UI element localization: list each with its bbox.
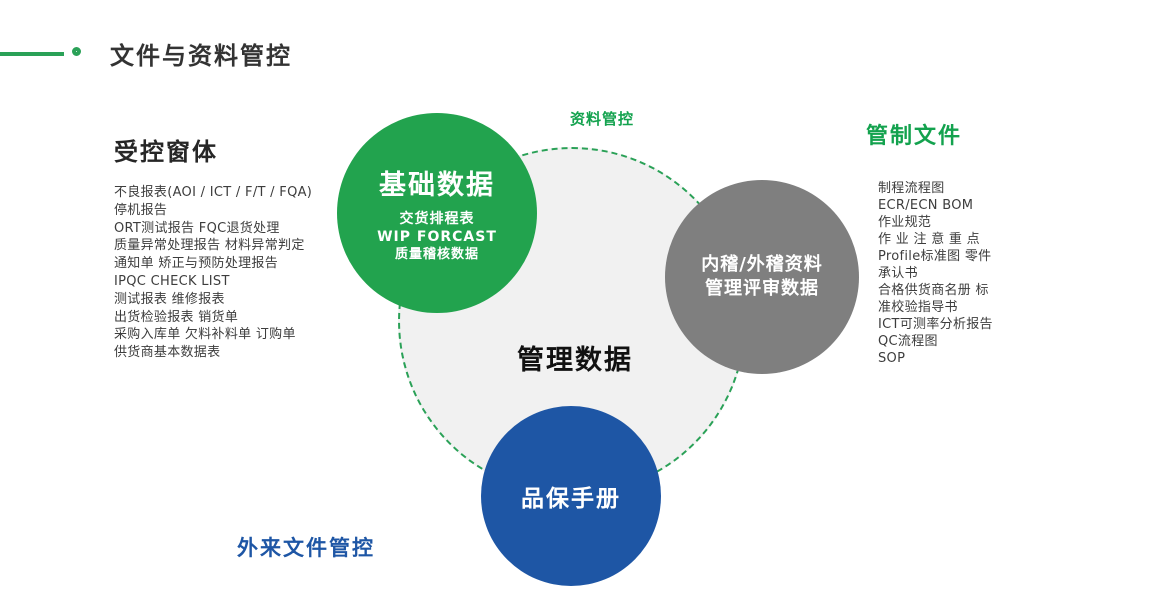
list-item: 停机报告 — [114, 202, 168, 218]
quality-manual-title: 品保手册 — [521, 485, 621, 512]
list-item: 承认书 — [878, 266, 918, 281]
external-document-control-label: 外来文件管控 — [237, 535, 375, 560]
ring-icon — [72, 47, 81, 56]
list-item: 通知单 矫正与预防处理报告 — [114, 256, 279, 272]
list-item: QC流程图 — [878, 334, 938, 349]
audit-data-line: 内稽/外稽资料 — [701, 254, 823, 275]
list-item: 制程流程图 — [878, 181, 945, 196]
list-item: 合格供货商名册 标 — [878, 283, 989, 298]
base-data-line: WIP FORCAST — [377, 228, 497, 245]
list-item: 不良报表(AOI / ICT / F/T / FQA) — [114, 185, 313, 200]
list-item: 准校验指导书 — [878, 300, 958, 315]
list-item: SOP — [878, 351, 906, 366]
list-item: ICT可测率分析报告 — [878, 317, 993, 332]
list-item: 作 业 注 意 重 点 — [878, 232, 980, 247]
data-control-label: 资料管控 — [570, 110, 635, 128]
base-data-circle: 基础数据 交货排程表 WIP FORCAST 质量稽核数据 — [337, 113, 537, 313]
audit-data-line: 管理评审数据 — [705, 278, 819, 299]
quality-manual-circle: 品保手册 — [481, 406, 661, 586]
list-item: 作业规范 — [878, 215, 932, 230]
list-item: 出货检验报表 销货单 — [114, 309, 239, 325]
list-item: ECR/ECN BOM — [878, 198, 974, 213]
list-item: 质量异常处理报告 材料异常判定 — [114, 238, 305, 254]
base-data-line: 质量稽核数据 — [394, 246, 479, 262]
list-item: IPQC CHECK LIST — [114, 273, 230, 289]
list-item: 采购入库单 欠料补料单 订购单 — [114, 327, 296, 343]
controlled-forms-heading: 受控窗体 — [114, 137, 218, 166]
accent-line — [0, 52, 64, 56]
audit-data-circle: 内稽/外稽资料 管理评审数据 — [665, 180, 859, 374]
base-data-line: 交货排程表 — [399, 210, 475, 227]
list-item: 供货商基本数据表 — [114, 345, 221, 361]
list-item: ORT测试报告 FQC退货处理 — [114, 220, 280, 236]
list-item: Profile标准图 零件 — [878, 249, 992, 264]
controlled-forms-list: 不良报表(AOI / ICT / F/T / FQA) 停机报告 ORT测试报告… — [114, 184, 312, 362]
controlled-documents-list: 制程流程图 ECR/ECN BOM 作业规范 作 业 注 意 重 点 Profi… — [878, 180, 993, 367]
management-data-label: 管理数据 — [517, 345, 633, 376]
base-data-title: 基础数据 — [379, 169, 495, 201]
controlled-documents-heading: 管制文件 — [866, 123, 963, 149]
page-title: 文件与资料管控 — [110, 41, 292, 70]
list-item: 测试报表 维修报表 — [114, 291, 225, 307]
